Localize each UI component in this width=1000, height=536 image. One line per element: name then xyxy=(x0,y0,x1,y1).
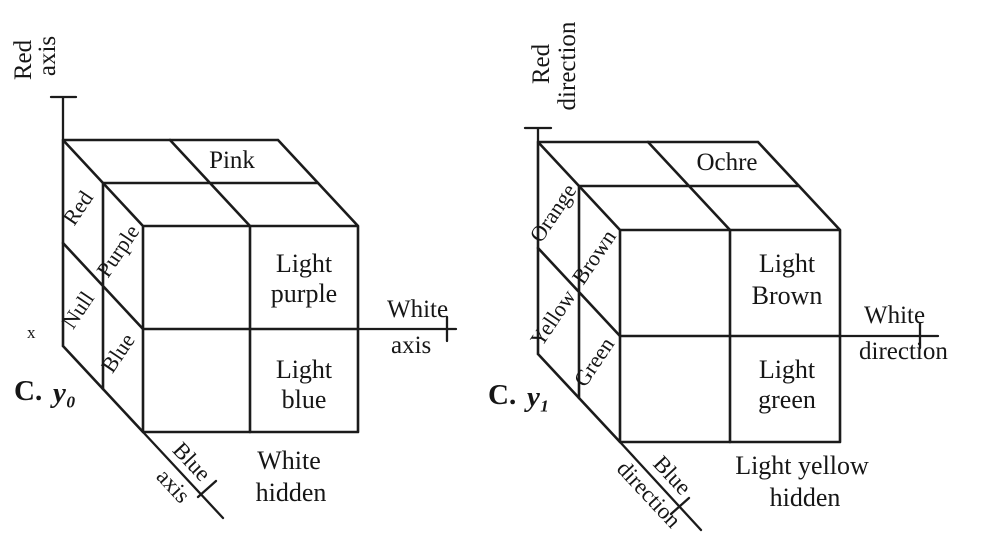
right-white-axis-line xyxy=(838,322,940,350)
right-hidden-note-line1: Light yellow xyxy=(735,451,869,480)
left-front-face-light-blue-line2: blue xyxy=(282,385,327,414)
left-front-face-light-purple-line1: Light xyxy=(276,249,333,278)
left-figure: Red axis White axis Blue axis Pink Red P… xyxy=(10,36,458,520)
right-face-label-brown: Brown xyxy=(567,225,621,289)
left-white-axis-label-line2: axis xyxy=(391,332,431,359)
right-figure: Red direction White direction Blue direc… xyxy=(488,21,948,533)
left-red-axis-label-line1: Red xyxy=(10,39,37,80)
left-red-axis-line xyxy=(49,95,78,142)
left-hidden-note-line2: hidden xyxy=(256,478,327,507)
left-hidden-note-line1: White xyxy=(257,446,321,475)
left-origin-cross-mark: x xyxy=(27,323,36,342)
right-cube-face-grid xyxy=(536,140,842,444)
right-front-face-light-brown-line2: Brown xyxy=(752,281,823,310)
left-top-face-label-pink: Pink xyxy=(209,147,255,174)
right-hidden-note-line2: hidden xyxy=(770,483,841,512)
right-white-axis-label-line1: White xyxy=(864,302,925,329)
right-blue-axis-line xyxy=(618,440,703,532)
left-caption-symbol: y₀ xyxy=(50,377,76,409)
right-front-face-light-green-line1: Light xyxy=(759,355,816,384)
right-face-label-yellow: Yellow xyxy=(525,285,581,351)
left-white-axis-line xyxy=(356,315,458,343)
right-top-face-label-ochre: Ochre xyxy=(696,149,757,176)
left-front-face-light-blue-line1: Light xyxy=(276,355,333,384)
right-caption-symbol: y₁ xyxy=(524,381,550,413)
left-red-axis-label-line2: axis xyxy=(34,36,61,76)
right-red-axis-label-line1: Red xyxy=(528,43,555,84)
right-front-face-light-brown-line1: Light xyxy=(759,249,816,278)
right-red-axis-label-line2: direction xyxy=(554,21,581,110)
left-front-face-light-purple-line2: purple xyxy=(271,279,337,308)
left-white-axis-label-line1: White xyxy=(387,296,448,323)
right-white-axis-label-line2: direction xyxy=(859,338,948,365)
left-caption-prefix: C. xyxy=(14,375,42,407)
right-caption-prefix: C. xyxy=(488,379,516,411)
right-face-label-green: Green xyxy=(568,333,619,392)
right-red-axis-line xyxy=(523,126,553,144)
left-cube-face-grid xyxy=(61,138,360,434)
right-front-face-light-green-line2: green xyxy=(758,385,816,414)
right-face-label-orange: Orange xyxy=(524,179,581,247)
left-blue-axis-line xyxy=(141,430,225,520)
left-face-label-purple: Purple xyxy=(91,220,144,282)
